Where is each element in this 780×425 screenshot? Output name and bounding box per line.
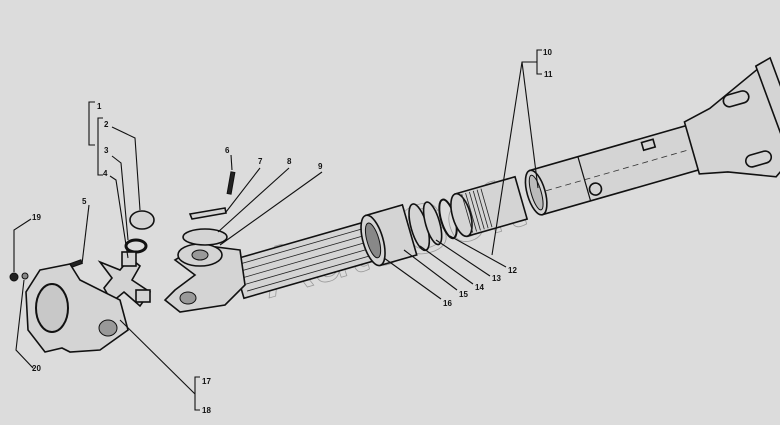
label-11: 11	[544, 70, 553, 79]
label-20: 20	[32, 364, 41, 373]
label-12: 12	[508, 266, 517, 275]
seal-3	[124, 238, 148, 254]
ring-14	[422, 201, 443, 246]
nut-19	[9, 272, 19, 282]
label-17: 17	[202, 377, 211, 386]
label-18: 18	[202, 406, 211, 415]
label-15: 15	[459, 290, 468, 299]
label-5: 5	[82, 197, 87, 206]
bolt-6	[226, 171, 236, 195]
part-labels: 1 2 3 4 5 6 7 8 9 10 11 12 13 14 15 16 1…	[32, 48, 553, 415]
label-2: 2	[104, 120, 109, 129]
threaded-sleeve-12	[450, 175, 529, 238]
label-13: 13	[492, 274, 501, 283]
bearing-cap-2	[129, 210, 155, 230]
label-9: 9	[318, 162, 323, 171]
flange-yoke-17-18	[25, 263, 129, 353]
plate-8	[182, 228, 228, 246]
leader-lines	[13, 49, 542, 411]
label-4: 4	[103, 169, 108, 178]
washer-20	[21, 272, 29, 280]
label-6: 6	[225, 146, 230, 155]
tube-10-11	[524, 123, 703, 216]
right-yoke	[683, 56, 780, 178]
label-16: 16	[443, 299, 452, 308]
label-1: 1	[97, 102, 102, 111]
label-14: 14	[475, 283, 484, 292]
label-3: 3	[104, 146, 109, 155]
label-8: 8	[287, 157, 292, 166]
label-19: 19	[32, 213, 41, 222]
lock-plate-7	[188, 207, 227, 220]
label-10: 10	[543, 48, 552, 57]
label-7: 7	[258, 157, 263, 166]
shaft-yoke-9	[163, 243, 246, 313]
cross-4	[97, 251, 152, 308]
shaft-assembly	[231, 56, 780, 300]
